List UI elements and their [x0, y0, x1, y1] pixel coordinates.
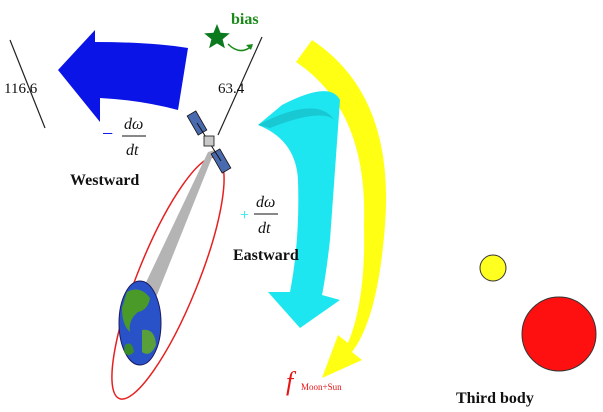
eastward-rate-denominator: dt: [258, 220, 271, 237]
star-icon: [204, 24, 230, 49]
westward-label: Westward: [70, 172, 139, 189]
eastward-label: Eastward: [233, 247, 299, 264]
moon-circle: [479, 254, 507, 282]
third-body-label: Third body: [456, 390, 534, 407]
force-symbol: f: [286, 367, 297, 396]
bias-label: bias: [231, 11, 259, 28]
eastward-arrow-inner: [258, 108, 335, 128]
reference-line-left: [9, 39, 46, 129]
westward-arrow: [58, 30, 188, 122]
eastward-arrow: [258, 91, 340, 328]
bias-arrowhead: [246, 44, 253, 50]
sun-circle: [521, 296, 597, 372]
force-arrow: [296, 40, 387, 378]
shadow-cone: [140, 150, 215, 300]
reference-line-right: [217, 36, 263, 136]
westward-rate-denominator: dt: [126, 142, 139, 159]
minus-sign: −: [102, 123, 113, 145]
satellite-icon: [186, 110, 232, 174]
westward-rate-numerator: dω: [124, 116, 143, 133]
angle-116-label: 116.6: [4, 81, 38, 97]
plus-sign: +: [240, 207, 249, 224]
earth-icon: [118, 280, 162, 366]
force-subscript: Moon+Sun: [301, 382, 342, 392]
eastward-rate-numerator: dω: [256, 194, 275, 211]
angle-63-label: 63.4: [218, 81, 245, 97]
